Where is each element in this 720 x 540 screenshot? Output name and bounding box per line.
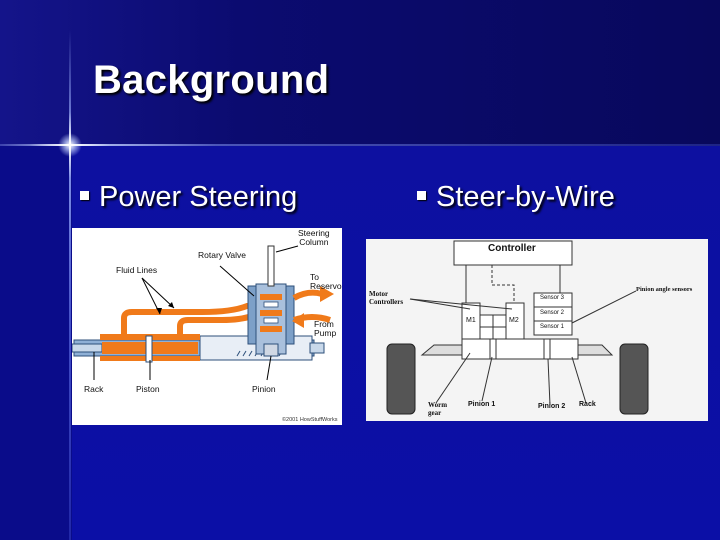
label-gear: gear [428, 409, 442, 417]
label-controllers: Controllers [369, 298, 404, 306]
label-from: From [314, 319, 334, 329]
label-column: Column [299, 237, 329, 247]
label-rack: Rack [84, 384, 104, 394]
bullet-square-icon [417, 190, 426, 200]
label-sensor-2: Sensor 2 [540, 310, 565, 316]
label-pinion-1: Pinion 1 [468, 401, 496, 408]
label-fluid-lines: Fluid Lines [116, 265, 158, 275]
label-rotary-valve: Rotary Valve [198, 250, 247, 260]
steer-by-wire-diagram: Controller Motor Controllers M1 M2 Senso… [366, 239, 708, 421]
label-worm: Worm [428, 401, 448, 409]
label-piston: Piston [136, 384, 160, 394]
title-band [0, 0, 720, 146]
label-pinion-angle-sensors: Pinion angle sensors [636, 286, 693, 293]
label-pinion-2: Pinion 2 [538, 403, 566, 410]
label-reservoir: Reservoir [310, 281, 342, 291]
label-pump: Pump [314, 328, 337, 338]
label-motor: Motor [369, 290, 389, 298]
label-sensor-3: Sensor 3 [540, 295, 565, 301]
label-to: To [310, 272, 319, 282]
bullet-label: Steer-by-Wire [436, 181, 615, 213]
label-m1: M1 [466, 317, 476, 324]
bullet-power-steering: Power Steering [80, 181, 297, 214]
vertical-accent-line [69, 30, 71, 540]
label-sensor-1: Sensor 1 [540, 324, 565, 330]
label-controller: Controller [488, 243, 536, 254]
bullet-label: Power Steering [99, 181, 298, 213]
slide-title: Background [93, 58, 330, 102]
label-steering: Steering [298, 228, 330, 238]
bullet-square-icon [80, 190, 89, 200]
label-rack: Rack [579, 401, 596, 408]
label-pinion: Pinion [252, 384, 276, 394]
image-credit: ©2001 HowStuffWorks [282, 417, 338, 423]
left-strip [0, 146, 72, 540]
star-flare-ray-h [30, 144, 110, 146]
label-m2: M2 [509, 317, 519, 324]
power-steering-diagram: Steering Column Rotary Valve Fluid Lines… [72, 228, 342, 425]
horizontal-accent-line [0, 144, 720, 146]
bullet-steer-by-wire: Steer-by-Wire [417, 181, 615, 214]
